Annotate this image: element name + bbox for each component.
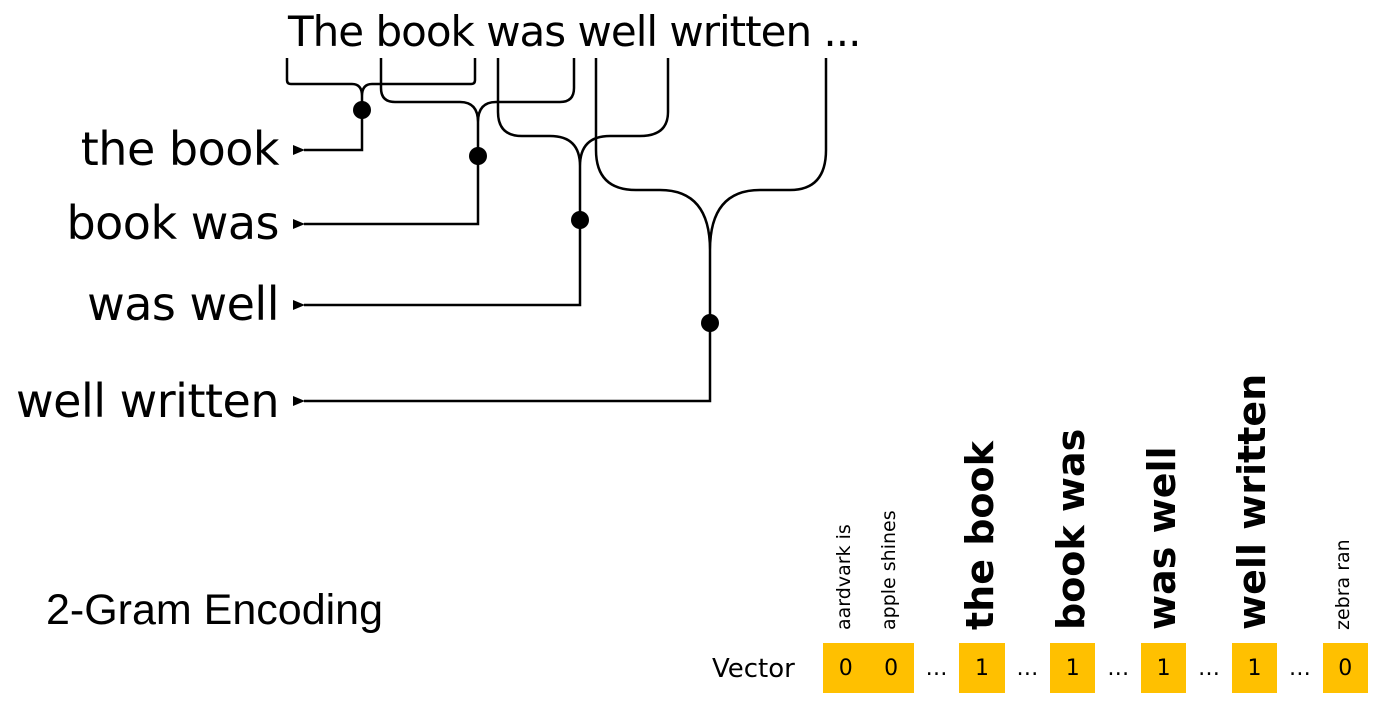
column-header-label: aardvark is [832, 524, 855, 630]
diagram-title: 2-Gram Encoding [46, 586, 383, 634]
brace-well-written [594, 58, 828, 323]
brace-book-was [379, 58, 576, 156]
junction-dot [469, 147, 487, 165]
column-header-label: apple shines [878, 510, 901, 630]
arrow-book-was [293, 156, 480, 229]
junction-dot [571, 211, 589, 229]
column-header-label: well written [1230, 373, 1275, 630]
vector-cell: 1 [1050, 643, 1096, 693]
bigram-the-book: the book [80, 122, 280, 176]
bigram-well-written: well written [16, 374, 279, 428]
vector-cell: 0 [868, 643, 914, 693]
column-header-label: book was [1048, 428, 1093, 630]
vector-cell: … [1095, 643, 1141, 693]
vector-cell: … [1186, 643, 1232, 693]
vector-cell: … [913, 643, 960, 693]
vector-cell: 0 [823, 643, 869, 693]
bigram-book-was: book was [66, 196, 279, 250]
brace-was-well [496, 58, 670, 220]
vector-cell: 0 [1322, 643, 1368, 693]
arrow-the-book [293, 110, 364, 155]
column-header-label: was well [1139, 446, 1184, 630]
vector-cell: … [1277, 643, 1323, 693]
brace-the-book [285, 58, 477, 110]
vector-label: Vector [712, 654, 795, 684]
vector-cell: 1 [1140, 643, 1187, 693]
arrow-was-well [293, 220, 582, 310]
vector-cell: … [1004, 643, 1051, 693]
arrow-well-written [293, 323, 712, 406]
vector-cell: 1 [959, 643, 1005, 693]
column-header-label: the book [957, 441, 1002, 630]
junction-dot [353, 101, 371, 119]
column-header-label: zebra ran [1332, 539, 1355, 630]
vector-cell: 1 [1231, 643, 1278, 693]
bigram-was-well: was well [87, 277, 279, 331]
sentence: The book was well written ... [288, 7, 861, 56]
junction-dot [701, 314, 719, 332]
